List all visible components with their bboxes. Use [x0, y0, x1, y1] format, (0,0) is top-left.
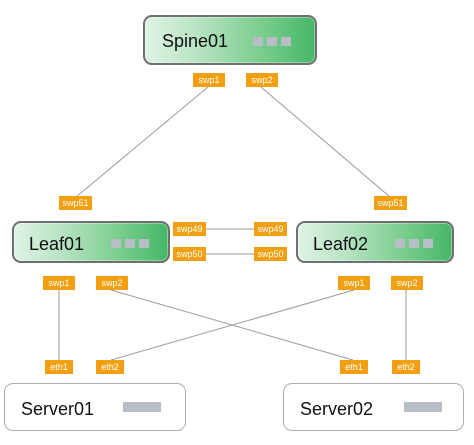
- status-dots-icon: [395, 239, 433, 248]
- leaf01-port-swp51[interactable]: swp51: [59, 196, 92, 210]
- drive-bar-icon: [123, 402, 161, 412]
- spine01-port-swp1[interactable]: swp1: [193, 73, 225, 87]
- status-dot: [267, 37, 277, 46]
- leaf02-port-swp51[interactable]: swp51: [374, 196, 407, 210]
- spine01-label: Spine01: [162, 31, 229, 51]
- status-dot: [125, 239, 135, 248]
- leaf01-port-swp2[interactable]: swp2: [96, 276, 128, 290]
- leaf02-port-swp49[interactable]: swp49: [254, 222, 287, 236]
- link-spine01-leaf02: [260, 86, 391, 198]
- status-dot: [281, 37, 291, 46]
- leaf01-node[interactable]: Leaf01: [12, 221, 170, 263]
- status-dot: [139, 239, 149, 248]
- server02-port-eth2[interactable]: eth2: [392, 360, 420, 374]
- status-dot: [111, 239, 121, 248]
- status-dot: [395, 239, 405, 248]
- server02-port-eth1[interactable]: eth1: [340, 360, 368, 374]
- status-dot: [423, 239, 433, 248]
- leaf02-label: Leaf02: [313, 234, 369, 254]
- server01-label: Server01: [21, 399, 95, 419]
- leaf01-port-swp50[interactable]: swp50: [173, 247, 206, 261]
- status-dot: [253, 37, 263, 46]
- status-dots-icon: [253, 37, 291, 46]
- leaf02-port-swp50[interactable]: swp50: [254, 247, 287, 261]
- leaf01-label: Leaf01: [29, 234, 85, 254]
- spine01-node[interactable]: Spine01: [143, 15, 317, 65]
- link-spine01-leaf01: [75, 86, 209, 198]
- server02-label: Server02: [300, 399, 374, 419]
- status-dot: [409, 239, 419, 248]
- status-dots-icon: [111, 239, 149, 248]
- spine01-port-swp2[interactable]: swp2: [246, 73, 278, 87]
- leaf02-port-swp2[interactable]: swp2: [391, 276, 423, 290]
- server02-node[interactable]: Server02: [283, 383, 464, 431]
- leaf01-port-swp49[interactable]: swp49: [173, 222, 206, 236]
- drive-bar-icon: [404, 402, 442, 412]
- leaf01-port-swp1[interactable]: swp1: [43, 276, 75, 290]
- link-leaf02-swp1-server01-eth2: [110, 289, 355, 361]
- leaf02-node[interactable]: Leaf02: [296, 221, 454, 263]
- server01-port-eth1[interactable]: eth1: [45, 360, 73, 374]
- leaf02-port-swp1[interactable]: swp1: [338, 276, 370, 290]
- server01-port-eth2[interactable]: eth2: [96, 360, 124, 374]
- server01-node[interactable]: Server01: [4, 383, 186, 431]
